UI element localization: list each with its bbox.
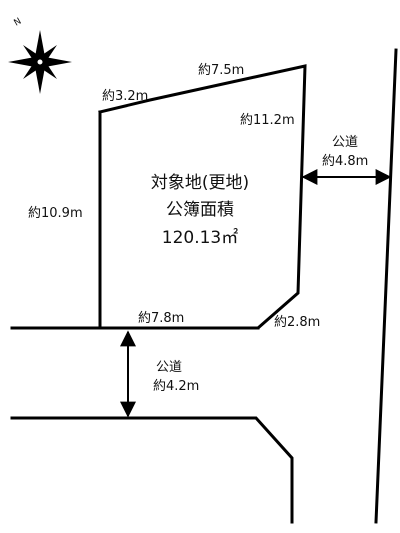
lot-name: 対象地(更地) bbox=[151, 173, 249, 193]
road-east-width: 約4.8m bbox=[322, 154, 368, 169]
road-south-label: 公道 bbox=[156, 360, 182, 375]
dim-corner: 約2.8m bbox=[274, 315, 320, 330]
compass-north-label: N bbox=[13, 17, 24, 29]
road-east-edge bbox=[374, 48, 398, 524]
dim-top-left: 約3.2m bbox=[102, 89, 148, 104]
lot-boundary bbox=[98, 64, 307, 330]
compass-rose-icon: N bbox=[8, 17, 72, 94]
road-south-lower-edge bbox=[10, 416, 294, 524]
dim-left: 約10.9m bbox=[28, 206, 83, 221]
dim-top: 約7.5m bbox=[198, 63, 244, 78]
dim-right: 約11.2m bbox=[240, 113, 295, 128]
dim-bottom: 約7.8m bbox=[138, 311, 184, 326]
road-east-label: 公道 bbox=[332, 135, 358, 150]
lot-area-label: 公簿面積 bbox=[166, 200, 234, 220]
lot-area-value: 120.13㎡ bbox=[162, 228, 238, 248]
road-south-width: 約4.2m bbox=[153, 379, 199, 394]
